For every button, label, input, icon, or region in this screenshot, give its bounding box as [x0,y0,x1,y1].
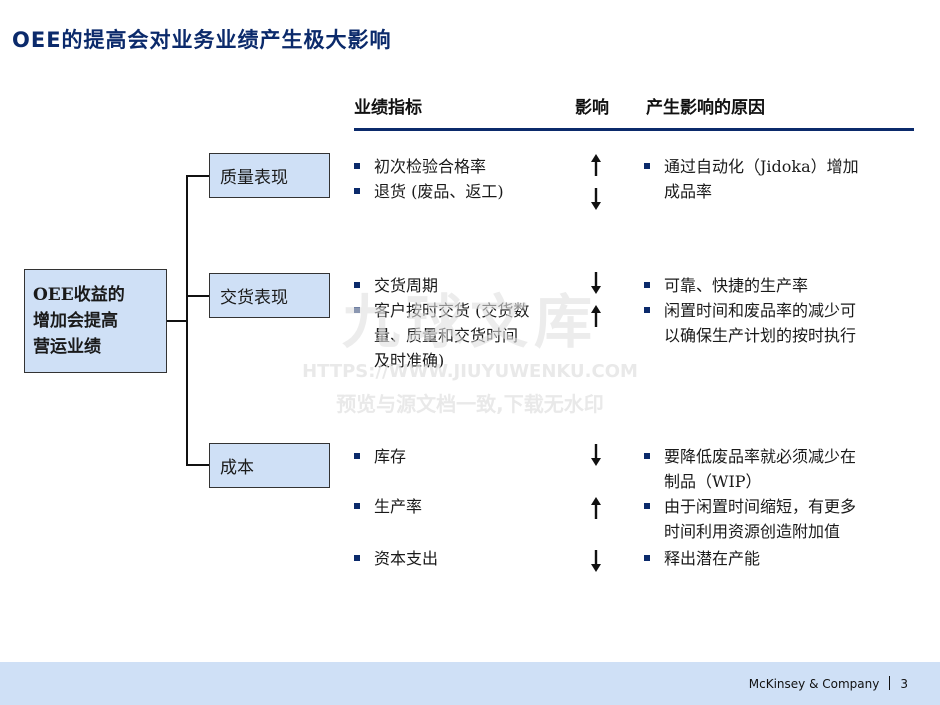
category-quality-box: 质量表现 [209,153,330,198]
cost-metric-capex: 资本支出 [354,546,438,571]
bullet-icon [644,282,650,288]
bullet-icon [354,503,360,509]
bullet-icon [354,307,360,313]
footer-text: McKinsey & Company 3 [749,676,908,691]
quality-reason-item: 通过自动化（Jidoka）增加 成品率 [644,154,859,204]
footer-bar [0,662,940,705]
arrow-down-icon [590,188,602,210]
connector-vertical [186,175,188,466]
delivery-reason-item: 可靠、快捷的生产率 闲置时间和废品率的减少可 以确保生产计划的按时执行 [644,273,856,348]
header-rule [354,128,914,131]
cost-reason-idle: 由于闲置时间缩短，有更多 时间利用资源创造附加值 [644,494,856,544]
main-box-line1: OEE收益的 [33,285,125,305]
bullet-icon [354,163,360,169]
bullet-icon [644,163,650,169]
main-box-line2: 增加会提高 [33,311,118,331]
connector-cost [186,464,209,466]
main-box: OEE收益的 增加会提高 营运业绩 [24,269,167,373]
quality-metric-item: 初次检验合格率 退货 (废品、返工) [354,154,504,204]
connector-quality [186,175,209,177]
header-metric: 业绩指标 [354,98,422,118]
arrow-down-icon [590,272,602,294]
header-reason: 产生影响的原因 [646,98,765,118]
category-delivery-box: 交货表现 [209,273,330,318]
watermark-note: 预览与源文档一致,下载无水印 [336,392,604,416]
arrow-up-icon [590,305,602,327]
bullet-icon [354,188,360,194]
arrow-up-icon [590,497,602,519]
bullet-icon [644,503,650,509]
footer-divider [889,676,891,690]
connector-main [167,320,188,322]
category-cost-box: 成本 [209,443,330,488]
bullet-icon [644,453,650,459]
header-impact: 影响 [575,98,609,118]
connector-delivery [186,295,209,297]
arrow-down-icon [590,444,602,466]
arrow-down-icon [590,550,602,572]
cost-reason-wip: 要降低废品率就必须减少在 制品（WIP） [644,444,856,494]
cost-metric-productivity: 生产率 [354,494,422,519]
bullet-icon [644,555,650,561]
bullet-icon [354,555,360,561]
footer-company: McKinsey & Company [748,677,880,691]
cost-metric-inventory: 库存 [354,444,406,469]
cost-reason-capacity: 释出潜在产能 [644,546,760,571]
main-box-line3: 营运业绩 [33,337,101,357]
page-title: OEE的提高会对业务业绩产生极大影响 [12,28,392,52]
bullet-icon [354,282,360,288]
delivery-metric-item: 交货周期 客户按时交货 (交货数 量、质量和交货时间 及时准确) [354,273,529,373]
arrow-up-icon [590,154,602,176]
footer-page-number: 3 [900,677,908,691]
bullet-icon [354,453,360,459]
bullet-icon [644,307,650,313]
